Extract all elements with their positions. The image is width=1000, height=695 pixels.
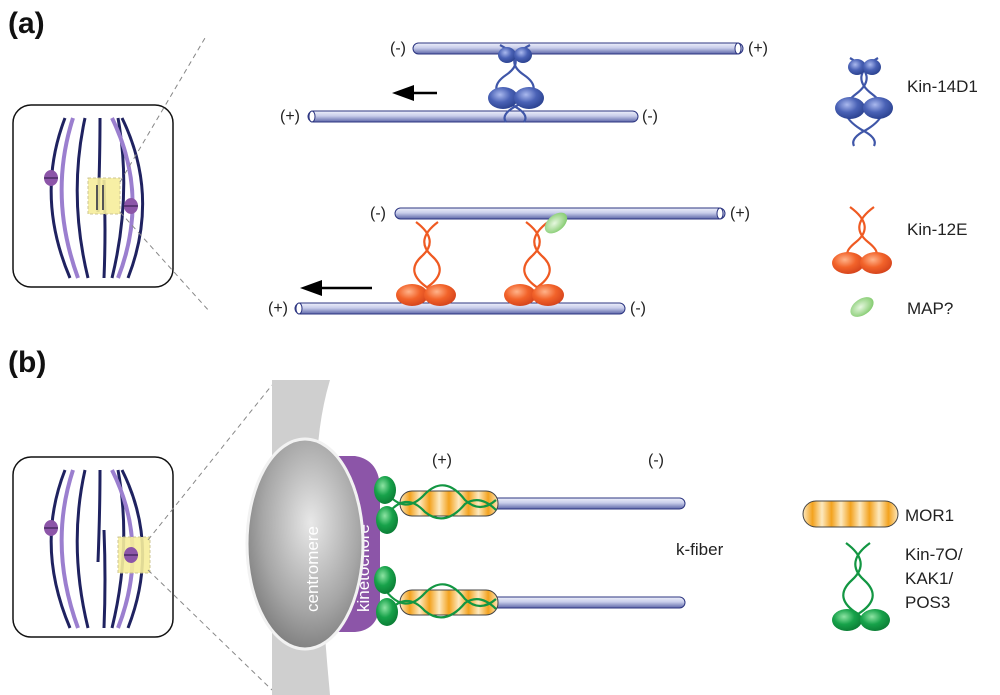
mt-end-label: (-) [642,108,658,125]
direction-arrow [300,280,372,296]
kin7o-motor [374,566,497,626]
spindle-cell-a [12,104,174,288]
mt-end-label: (+) [280,108,300,125]
mt-end-label: (+) [730,205,750,222]
zoom-line [119,37,206,183]
kin14d1-motor [488,44,544,123]
zoom-line [147,569,273,691]
legend-label: Kin-7O/ [905,545,963,564]
legend-label: KAK1/ [905,569,953,588]
legend-kin7o-icon [832,542,890,631]
kin12e-motor [396,221,456,306]
spindle-cell-b [12,456,174,638]
mt-end-label: (-) [630,300,646,317]
legend-label: POS3 [905,593,950,612]
kin7o-motor [374,476,497,534]
microtubule [307,110,639,123]
microtubule [412,42,744,55]
legend-label: MAP? [907,299,953,318]
kfiber-microtubule [399,490,686,517]
direction-arrow [392,85,437,101]
legend-kin12e-icon [832,206,892,274]
mt-end-label: (-) [390,40,406,57]
mt-end-label: (-) [370,205,386,222]
legend-label: Kin-14D1 [907,77,978,96]
centromere [245,437,365,651]
legend-mor1-icon [802,500,899,528]
minus-end-label: (-) [648,452,664,469]
kfiber-microtubule [399,589,686,616]
zoom-line [119,211,211,313]
legend-map-icon [850,297,874,317]
microtubule [294,302,626,315]
kin12e-motor [504,221,564,306]
legend-label: MOR1 [905,506,954,525]
centromere-label: centromere [303,526,322,612]
panel-a-label: (a) [8,7,45,40]
map-protein [544,212,568,234]
mt-end-label: (+) [268,300,288,317]
legend-label: Kin-12E [907,220,967,239]
plus-end-label: (+) [432,452,452,469]
mt-end-label: (+) [748,40,768,57]
panel-b-label: (b) [8,346,46,379]
legend-kin14d1-icon [835,57,893,147]
zoom-line [147,384,273,541]
kfiber-label: k-fiber [676,540,724,559]
